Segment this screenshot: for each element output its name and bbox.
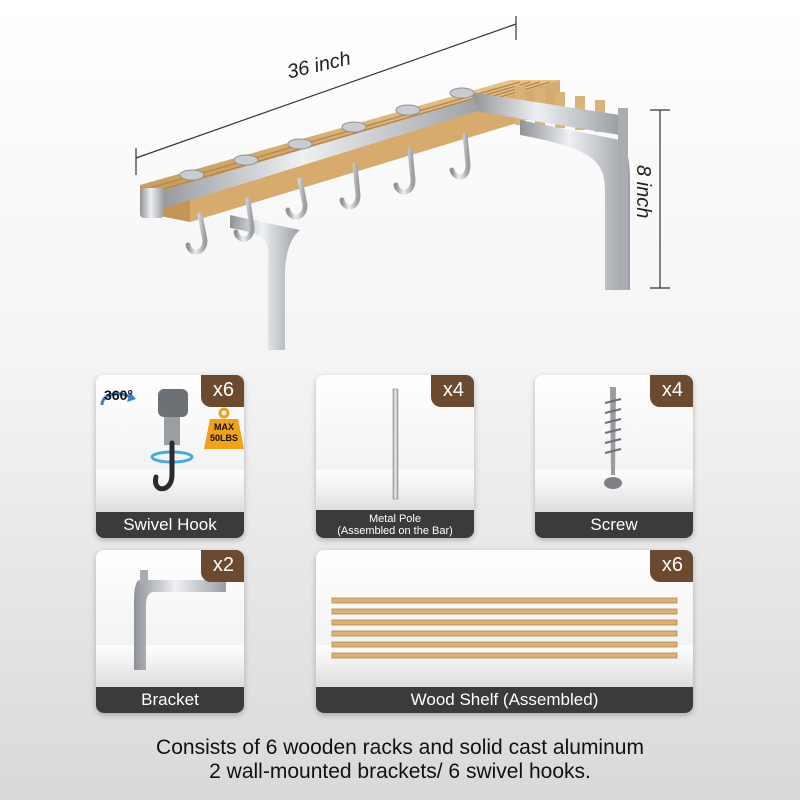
- quantity-badge: x2: [200, 550, 244, 582]
- max-weight-line2: 50LBS: [209, 433, 238, 443]
- height-label: 8 inch: [632, 165, 654, 219]
- caption-line2: 2 wall-mounted brackets/ 6 swivel hooks.: [209, 760, 591, 783]
- card-label: Metal Pole (Assembled on the Bar): [316, 510, 474, 538]
- card-label-line2: (Assembled on the Bar): [337, 525, 453, 537]
- product-hero: 36 inch 8 inch: [0, 0, 800, 370]
- left-bracket: [230, 215, 300, 350]
- card-label: Swivel Hook: [96, 512, 244, 538]
- card-label: Bracket: [96, 687, 244, 713]
- wood-shelf-icon: [331, 597, 678, 659]
- quantity-badge: x4: [649, 375, 693, 407]
- max-weight-icon: MAX 50LBS: [204, 407, 244, 449]
- quantity-badge: x4: [430, 375, 474, 407]
- metal-rails: [140, 92, 620, 218]
- max-weight-line1: MAX: [214, 422, 234, 432]
- metal-pole-icon: [392, 388, 399, 500]
- rack-illustration: [135, 16, 670, 350]
- card-label: Wood Shelf (Assembled): [316, 687, 693, 713]
- swivel-hook-icon: [100, 389, 194, 492]
- swivel-hook-card: 360° MAX 50LBS x6 Swivel Hook: [96, 375, 244, 538]
- quantity-badge: x6: [200, 375, 244, 407]
- card-label-line1: Metal Pole: [369, 513, 421, 525]
- screw-card: x4 Screw: [535, 375, 693, 538]
- rotate-arrow-icon: [100, 392, 131, 406]
- rotation-label: 360°: [104, 387, 133, 403]
- bracket-card: x2 Bracket: [96, 550, 244, 713]
- wood-slats: [140, 80, 605, 222]
- right-bracket: [520, 108, 630, 290]
- quantity-badge: x6: [649, 550, 693, 582]
- product-caption: Consists of 6 wooden racks and solid cas…: [0, 736, 800, 784]
- screw-icon: [604, 387, 622, 489]
- caption-line1: Consists of 6 wooden racks and solid cas…: [156, 736, 644, 759]
- metal-pole-card: x4 Metal Pole (Assembled on the Bar): [316, 375, 474, 538]
- height-dimension-line: [650, 109, 670, 289]
- hook-caps: [179, 87, 475, 181]
- wood-shelf-card: x6 Wood Shelf (Assembled): [316, 550, 693, 713]
- card-label: Screw: [535, 512, 693, 538]
- width-dimension-line: [135, 16, 517, 175]
- hooks: [185, 132, 471, 255]
